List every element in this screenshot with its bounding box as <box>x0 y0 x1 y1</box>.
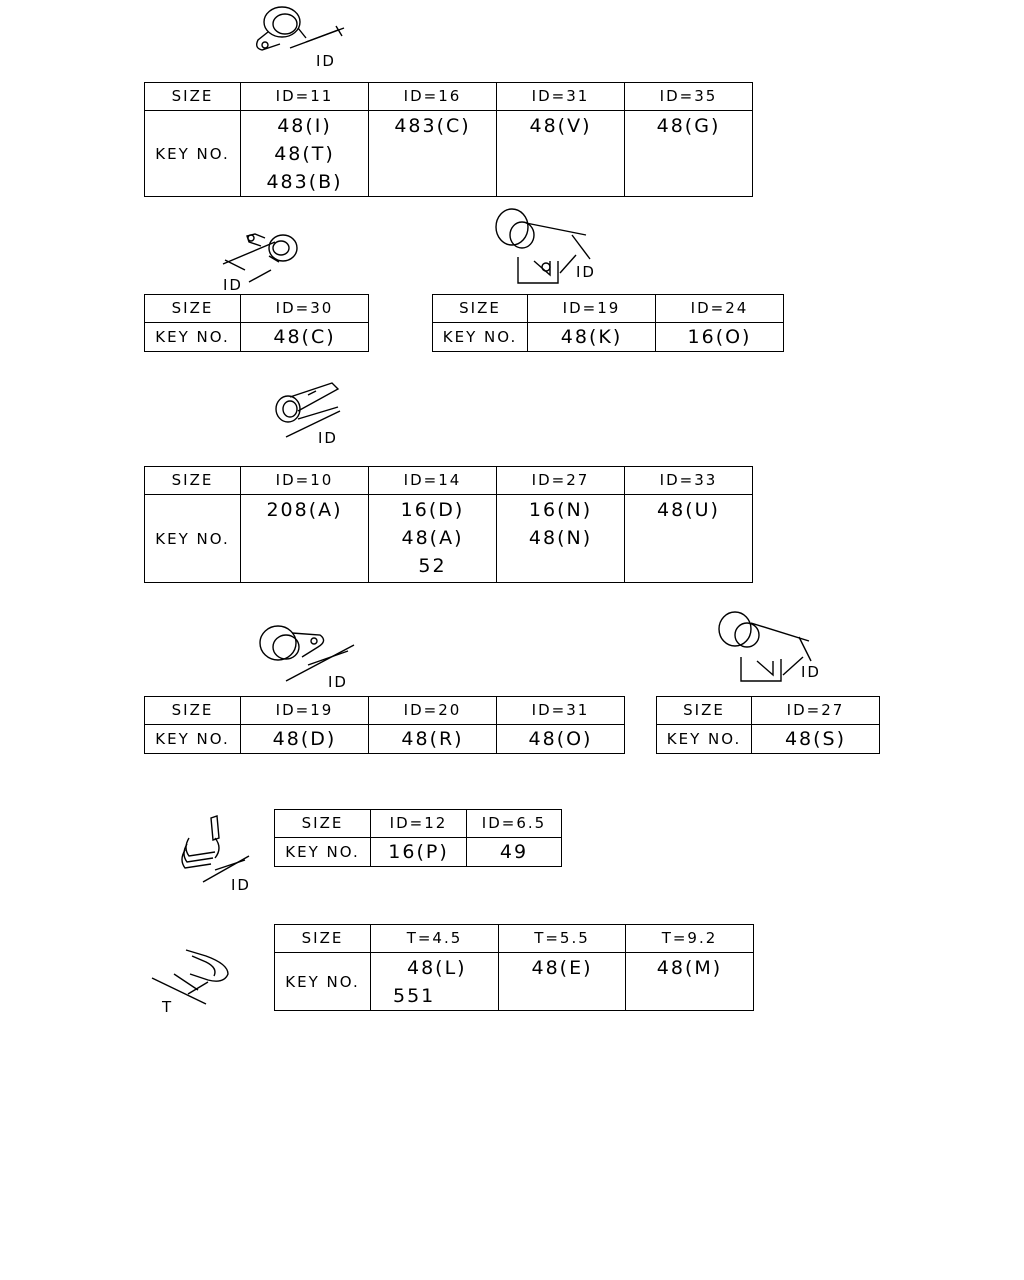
key-cell: 208(A) <box>240 494 369 583</box>
key-header: KEY NO. <box>274 952 371 1011</box>
size-cell: ID=12 <box>370 809 467 838</box>
key-value: 551 <box>393 985 436 1007</box>
key-cell: 48(L) 551 <box>370 952 499 1011</box>
key-value: 48(S) <box>751 724 880 754</box>
size-cell: ID=30 <box>240 294 369 323</box>
band-clip-icon: T <box>151 949 229 1016</box>
spring-clip-icon: ID <box>181 815 251 894</box>
size-cell: T=4.5 <box>370 924 499 953</box>
key-header: KEY NO. <box>144 110 241 197</box>
dim-label: T <box>161 998 173 1016</box>
key-value: 52 <box>418 555 447 577</box>
key-header: KEY NO. <box>432 322 528 352</box>
size-cell: ID=10 <box>240 466 369 495</box>
size-cell: ID=27 <box>751 696 880 725</box>
key-value: 483(C) <box>394 115 471 137</box>
key-value: 48(R) <box>368 724 497 754</box>
size-cell: ID=33 <box>624 466 753 495</box>
key-value: 48(A) <box>401 527 464 549</box>
key-value: 16(P) <box>370 837 467 867</box>
key-value: 48(O) <box>496 724 625 754</box>
size-cell: T=5.5 <box>498 924 626 953</box>
key-cell: 48(V) <box>496 110 625 197</box>
key-value: 48(K) <box>527 322 656 352</box>
bracket-clamp-icon: ID <box>718 611 821 682</box>
key-cell: 16(D) 48(A) 52 <box>368 494 497 583</box>
screw-clamp-icon: ID <box>222 233 298 294</box>
size-cell: ID=27 <box>496 466 625 495</box>
key-cell: 483(C) <box>368 110 497 197</box>
clip-size-table: SIZE T=4.5 T=5.5 T=9.2 KEY NO. 48(L) 551… <box>274 924 754 1011</box>
key-header: KEY NO. <box>144 724 241 754</box>
key-value: 49 <box>466 837 562 867</box>
key-cell: 16(N) 48(N) <box>496 494 625 583</box>
clip-size-table: SIZE ID=27 KEY NO. 48(S) <box>656 696 880 754</box>
key-value: 48(N) <box>528 527 593 549</box>
key-value: 208(A) <box>266 499 343 521</box>
clip-size-table: SIZE ID=12 ID=6.5 KEY NO. 16(P) 49 <box>274 809 562 867</box>
key-cell: 48(M) <box>625 952 754 1011</box>
tab-clamp-icon: ID <box>259 625 355 691</box>
size-header: SIZE <box>274 924 371 953</box>
clip-size-table: SIZE ID=10 ID=14 ID=27 ID=33 KEY NO. 208… <box>144 466 753 583</box>
size-header: SIZE <box>656 696 752 725</box>
size-cell: ID=35 <box>624 82 753 111</box>
dim-label: ID <box>318 429 338 447</box>
clip-size-table: SIZE ID=30 KEY NO. 48(C) <box>144 294 369 352</box>
key-cell: 48(E) <box>498 952 626 1011</box>
dim-label: ID <box>328 673 348 691</box>
key-value: 48(C) <box>240 322 369 352</box>
key-header: KEY NO. <box>274 837 371 867</box>
size-cell: ID=20 <box>368 696 497 725</box>
size-cell: ID=14 <box>368 466 497 495</box>
key-header: KEY NO. <box>144 494 241 583</box>
clamp-with-tab-icon: ID <box>255 6 345 70</box>
size-cell: ID=31 <box>496 82 625 111</box>
key-value: 48(I) <box>277 115 332 137</box>
dim-label: ID <box>231 876 251 894</box>
size-cell: ID=19 <box>527 294 656 323</box>
strap-clamp-icon: ID <box>275 382 341 447</box>
key-value: 48(V) <box>529 115 592 137</box>
size-cell: ID=31 <box>496 696 625 725</box>
key-value: 48(D) <box>240 724 369 754</box>
dim-label: ID <box>576 263 596 281</box>
key-value: 48(G) <box>656 115 721 137</box>
size-header: SIZE <box>144 82 241 111</box>
bracket-clamp-icon: ID <box>495 208 596 284</box>
dim-label: ID <box>801 663 821 681</box>
size-cell: ID=19 <box>240 696 369 725</box>
key-header: KEY NO. <box>144 322 241 352</box>
key-value: 48(E) <box>531 957 593 979</box>
key-value: 48(U) <box>657 499 720 521</box>
size-cell: ID=24 <box>655 294 784 323</box>
key-value: 16(O) <box>655 322 784 352</box>
clip-size-table: SIZE ID=19 ID=20 ID=31 KEY NO. 48(D) 48(… <box>144 696 625 754</box>
key-header: KEY NO. <box>656 724 752 754</box>
key-cell: 48(U) <box>624 494 753 583</box>
size-header: SIZE <box>274 809 371 838</box>
clip-size-table: SIZE ID=11 ID=16 ID=31 ID=35 KEY NO. 48(… <box>144 82 753 197</box>
key-value: 483(B) <box>266 171 343 193</box>
size-cell: ID=11 <box>240 82 369 111</box>
size-header: SIZE <box>144 466 241 495</box>
size-header: SIZE <box>144 294 241 323</box>
size-cell: ID=16 <box>368 82 497 111</box>
size-cell: ID=6.5 <box>466 809 562 838</box>
key-value: 48(T) <box>274 143 335 165</box>
key-value: 16(D) <box>400 499 465 521</box>
size-cell: T=9.2 <box>625 924 754 953</box>
key-cell: 48(G) <box>624 110 753 197</box>
key-cell: 48(I) 48(T) 483(B) <box>240 110 369 197</box>
key-value: 16(N) <box>528 499 593 521</box>
size-header: SIZE <box>432 294 528 323</box>
key-value: 48(L) <box>407 957 467 979</box>
dim-label: ID <box>223 276 243 294</box>
dim-label: ID <box>316 52 336 70</box>
key-value: 48(M) <box>656 957 723 979</box>
clip-size-table: SIZE ID=19 ID=24 KEY NO. 48(K) 16(O) <box>432 294 784 352</box>
size-header: SIZE <box>144 696 241 725</box>
